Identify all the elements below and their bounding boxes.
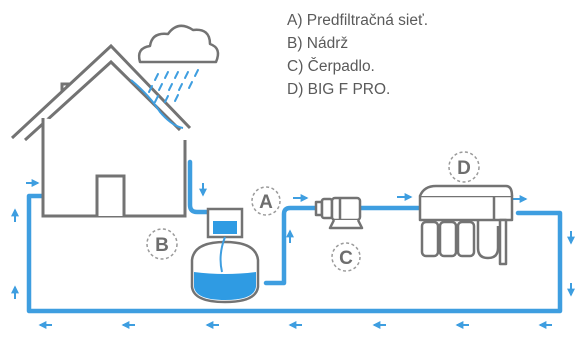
tank-icon [190, 207, 260, 304]
door [95, 174, 126, 216]
legend-item-a: A) Predfiltračná sieť. [287, 12, 429, 29]
legend: A) Predfiltračná sieť. B) Nádrž C) Čerpa… [287, 9, 567, 101]
filter-top [418, 184, 514, 197]
pump-base [328, 219, 364, 230]
legend-item-d: D) BIG F PRO. [287, 81, 391, 98]
pump-flange [320, 197, 334, 220]
house-icon [10, 43, 192, 218]
cloud [137, 24, 220, 64]
rain-cloud-icon [137, 24, 220, 103]
tank-filter-water [213, 221, 237, 234]
filter-hose [476, 220, 500, 260]
legend-item-c: C) Čerpadlo. [287, 58, 375, 75]
filter-outlet [498, 218, 508, 266]
filter-cartridge-2 [438, 220, 458, 258]
filter-head [418, 194, 514, 222]
tank-water [194, 272, 256, 300]
raindrops [148, 69, 199, 103]
marker-d: D [448, 151, 480, 183]
return-pipe [26, 193, 563, 314]
marker-a-label: A [259, 192, 273, 213]
filter-cartridge-3 [456, 220, 476, 258]
pump-icon [314, 196, 364, 230]
filter-cartridge-1 [420, 220, 440, 258]
roof [10, 43, 192, 140]
marker-a: A [251, 186, 281, 216]
gutter-pipe [187, 159, 215, 215]
big-f-pro-filter-icon [418, 184, 514, 266]
water-pipe-loop [26, 159, 563, 314]
roof-water [130, 79, 184, 129]
marker-c-label: C [339, 248, 353, 269]
marker-d-label: D [457, 158, 471, 179]
marker-b: B [146, 228, 178, 260]
tank-inflow [219, 236, 226, 273]
legend-item-b: B) Nádrž [287, 35, 349, 52]
marker-c: C [331, 242, 361, 272]
flow-arrows [11, 179, 575, 329]
marker-b-label: B [155, 235, 169, 256]
pump-motor [330, 196, 362, 222]
tank-to-pump-pipe [263, 205, 319, 286]
